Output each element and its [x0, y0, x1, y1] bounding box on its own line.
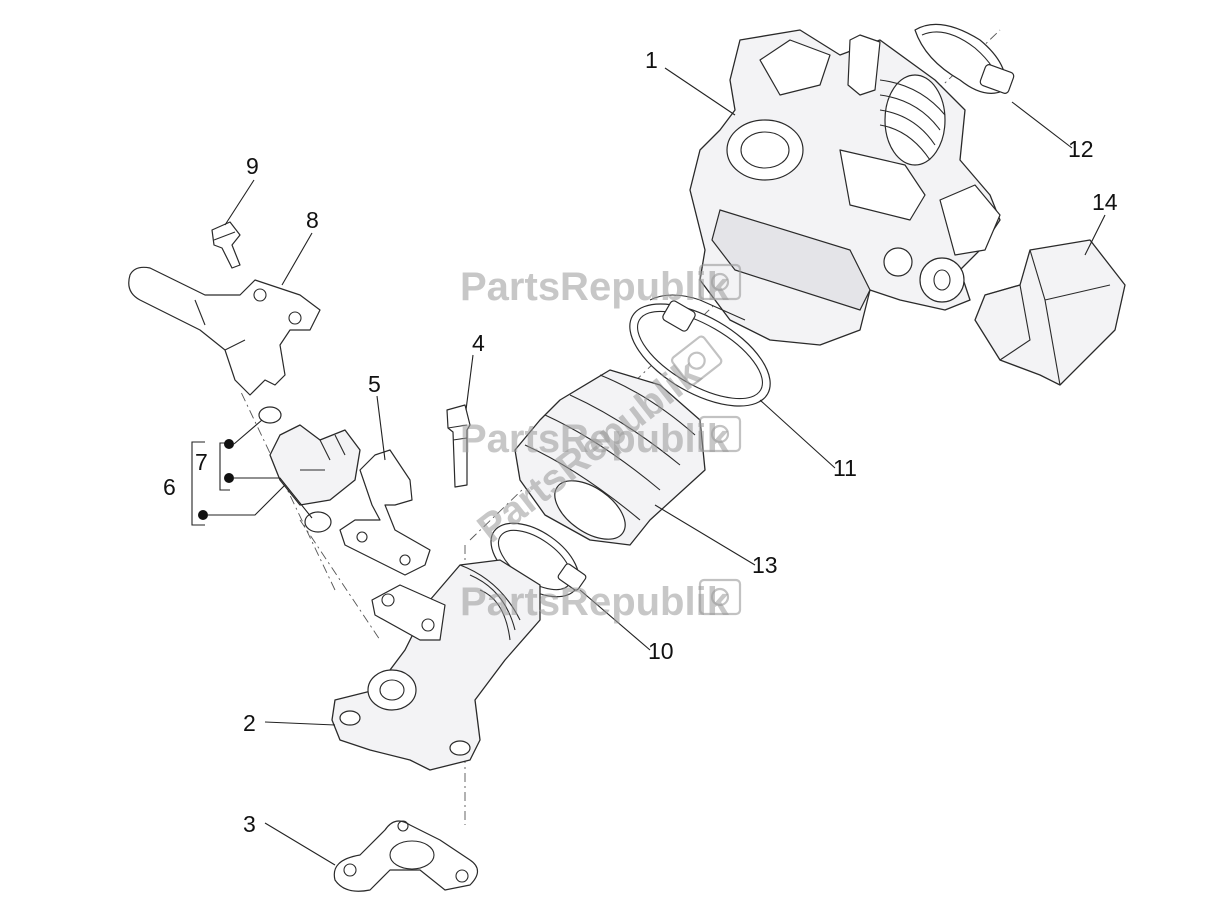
- throttle-cover-14[interactable]: [974, 239, 1126, 386]
- manifold-gasket-3[interactable]: [333, 820, 479, 892]
- gear-flag-icon: [698, 578, 742, 616]
- fuel-rail-connector-8[interactable]: [128, 266, 321, 396]
- callout-5: 5: [368, 371, 381, 397]
- hose-clamp-12[interactable]: [914, 23, 1015, 94]
- intake-sleeve-13[interactable]: [514, 369, 706, 551]
- callout-2: 2: [243, 710, 256, 736]
- watermark-text: PartsRepublik: [460, 265, 730, 309]
- watermark-2: PartsRepublik: [460, 415, 742, 461]
- gear-flag-icon: [670, 335, 723, 386]
- callout-4: 4: [472, 330, 485, 356]
- gear-flag-icon: [698, 415, 742, 453]
- leader-lines: [224, 67, 1106, 866]
- bracket-plate-5[interactable]: [339, 449, 431, 576]
- callout-9: 9: [246, 153, 259, 179]
- watermark-3: PartsRepublik: [460, 578, 742, 624]
- callout-13: 13: [752, 552, 778, 578]
- gear-flag-icon: [698, 263, 742, 301]
- bolt-4[interactable]: [446, 404, 471, 488]
- hose-clamp-11[interactable]: [613, 283, 786, 427]
- callout-1: 1: [645, 47, 658, 73]
- callout-3: 3: [243, 811, 256, 837]
- callout-10: 10: [648, 638, 674, 664]
- callout-labels: 1 2 3 4 5 6 7 8 9 10 11 12 13 14: [163, 47, 1118, 837]
- group-bracket: [191, 419, 313, 526]
- watermark-text: PartsRepublik: [460, 580, 730, 624]
- callout-14: 14: [1092, 189, 1118, 215]
- callout-11: 11: [833, 455, 857, 481]
- intake-manifold-2[interactable]: [331, 559, 541, 771]
- watermark-1: PartsRepublik: [460, 263, 742, 309]
- callout-12: 12: [1068, 136, 1094, 162]
- injector-assembly-6[interactable]: [258, 406, 361, 533]
- callout-7: 7: [195, 449, 208, 475]
- callout-8: 8: [306, 207, 319, 233]
- screw-9[interactable]: [211, 221, 241, 269]
- watermark-text: PartsRepublik: [460, 417, 730, 461]
- throttle-body[interactable]: [649, 29, 1001, 346]
- callout-6: 6: [163, 474, 176, 500]
